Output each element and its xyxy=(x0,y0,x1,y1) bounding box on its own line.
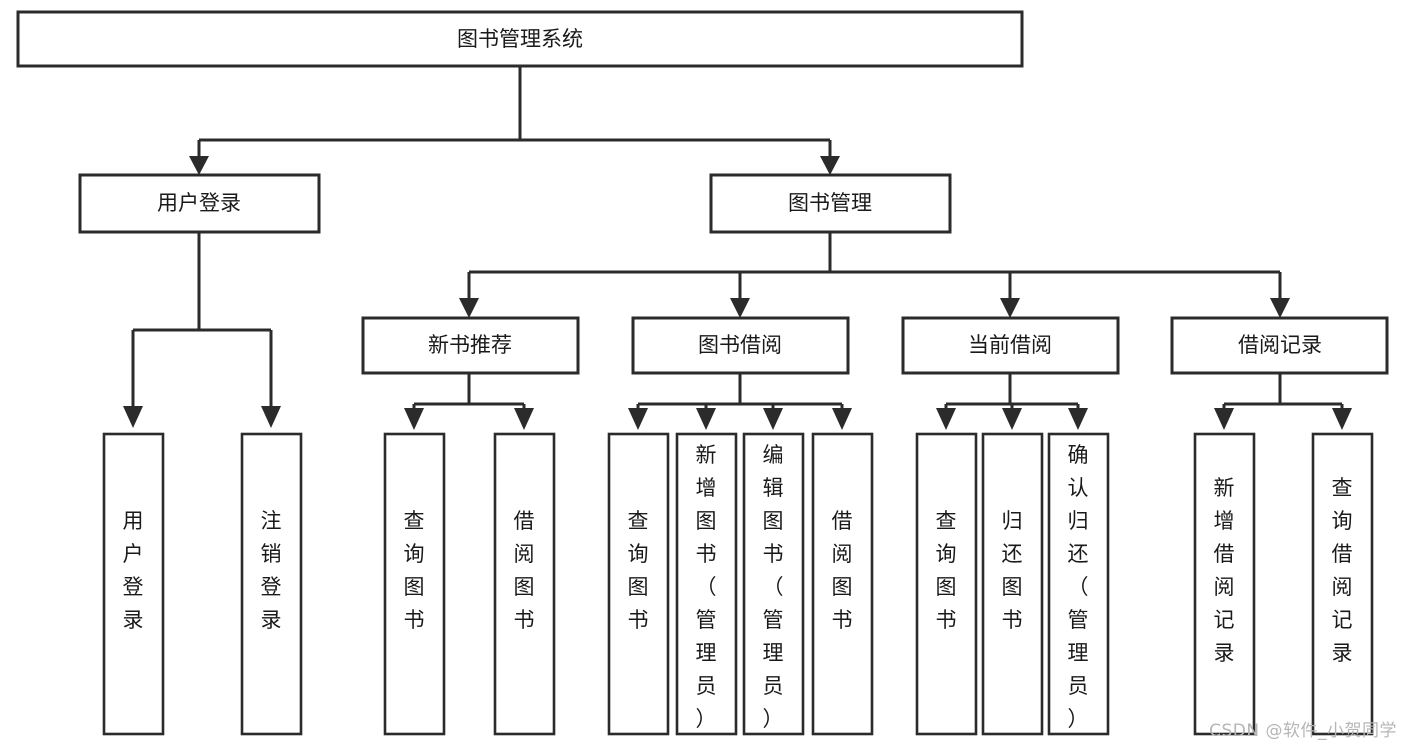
arrow-to-leaf-cur-query xyxy=(936,408,956,430)
node-leaf-user-login-label: 用户登录 xyxy=(123,509,144,632)
arrow-to-book-manage xyxy=(820,156,840,175)
node-book-manage[interactable]: 图书管理 xyxy=(709,173,952,234)
node-leaf-borrow-add[interactable]: 新增图书（管理员） xyxy=(675,432,738,736)
arrow-to-user-login xyxy=(189,156,209,175)
node-user-login[interactable]: 用户登录 xyxy=(78,173,321,234)
node-new-book-rec[interactable]: 新书推荐 xyxy=(361,316,580,375)
arrow-to-leaf-user-logout xyxy=(261,406,281,428)
arrow-to-leaf-borrow-add xyxy=(696,408,716,430)
node-leaf-cur-confirm[interactable]: 确认归还（管理员） xyxy=(1047,432,1110,736)
node-leaf-cur-query-label: 查询图书 xyxy=(936,509,957,632)
node-book-borrow-label: 图书借阅 xyxy=(698,333,782,357)
arrow-to-new-book-rec xyxy=(459,298,479,318)
node-leaf-borrow-query[interactable]: 查询图书 xyxy=(607,432,670,736)
arrow-to-leaf-borrow-edit xyxy=(763,408,783,430)
node-leaf-rec-add[interactable]: 新增借阅记录 xyxy=(1193,432,1256,736)
node-leaf-borrow-add-label: 新增图书（管理员） xyxy=(696,443,717,731)
node-leaf-user-logout[interactable]: 注销登录 xyxy=(240,432,303,736)
arrow-to-leaf-borrow-query xyxy=(628,408,648,430)
node-new-book-rec-label: 新书推荐 xyxy=(428,333,512,357)
node-leaf-cur-confirm-label: 确认归还（管理员） xyxy=(1068,443,1089,731)
node-book-borrow[interactable]: 图书借阅 xyxy=(631,316,850,375)
node-current-borrow-label: 当前借阅 xyxy=(968,333,1052,357)
node-leaf-borrow-do[interactable]: 借阅图书 xyxy=(811,432,874,736)
node-leaf-borrow-query-label: 查询图书 xyxy=(628,509,649,632)
arrow-to-leaf-rec-query xyxy=(404,408,424,430)
node-book-manage-label: 图书管理 xyxy=(788,191,872,215)
arrow-to-leaf-borrow-do xyxy=(832,408,852,430)
node-leaf-rec-search-label: 查询借阅记录 xyxy=(1332,476,1353,665)
node-borrow-record[interactable]: 借阅记录 xyxy=(1170,316,1389,375)
arrow-to-leaf-user-login xyxy=(123,406,143,428)
node-leaf-rec-query[interactable]: 查询图书 xyxy=(383,432,446,736)
node-leaf-rec-borrow[interactable]: 借阅图书 xyxy=(493,432,556,736)
node-leaf-borrow-edit-label: 编辑图书（管理员） xyxy=(763,443,784,731)
node-current-borrow[interactable]: 当前借阅 xyxy=(901,316,1120,375)
node-leaf-cur-return[interactable]: 归还图书 xyxy=(981,432,1044,736)
arrow-to-leaf-rec-search xyxy=(1332,408,1352,430)
node-root[interactable]: 图书管理系统 xyxy=(16,10,1024,68)
node-leaf-rec-add-label: 新增借阅记录 xyxy=(1214,476,1235,665)
node-borrow-record-label: 借阅记录 xyxy=(1238,333,1322,357)
arrow-to-borrow-record xyxy=(1270,298,1290,318)
node-layer: 图书管理系统 用户登录 图书管理 新书推荐 图书借阅 xyxy=(16,10,1389,736)
node-leaf-rec-search[interactable]: 查询借阅记录 xyxy=(1311,432,1374,736)
arrow-to-leaf-cur-return xyxy=(1002,408,1022,430)
arrow-to-leaf-rec-borrow xyxy=(514,408,534,430)
node-leaf-user-logout-label: 注销登录 xyxy=(261,509,282,632)
node-root-label: 图书管理系统 xyxy=(457,27,583,51)
arrow-to-current-borrow xyxy=(1000,298,1020,318)
node-leaf-cur-return-label: 归还图书 xyxy=(1002,509,1023,632)
node-leaf-borrow-do-label: 借阅图书 xyxy=(832,509,853,632)
arrow-to-leaf-rec-add xyxy=(1214,408,1234,430)
connector-layer xyxy=(123,66,1352,430)
node-leaf-borrow-edit[interactable]: 编辑图书（管理员） xyxy=(742,432,805,736)
node-leaf-rec-borrow-label: 借阅图书 xyxy=(514,509,535,632)
node-user-login-label: 用户登录 xyxy=(157,191,241,215)
node-leaf-user-login[interactable]: 用户登录 xyxy=(102,432,165,736)
node-leaf-rec-query-label: 查询图书 xyxy=(404,509,425,632)
arrow-to-book-borrow xyxy=(730,298,750,318)
node-leaf-cur-query[interactable]: 查询图书 xyxy=(915,432,978,736)
arrow-to-leaf-cur-confirm xyxy=(1068,408,1088,430)
